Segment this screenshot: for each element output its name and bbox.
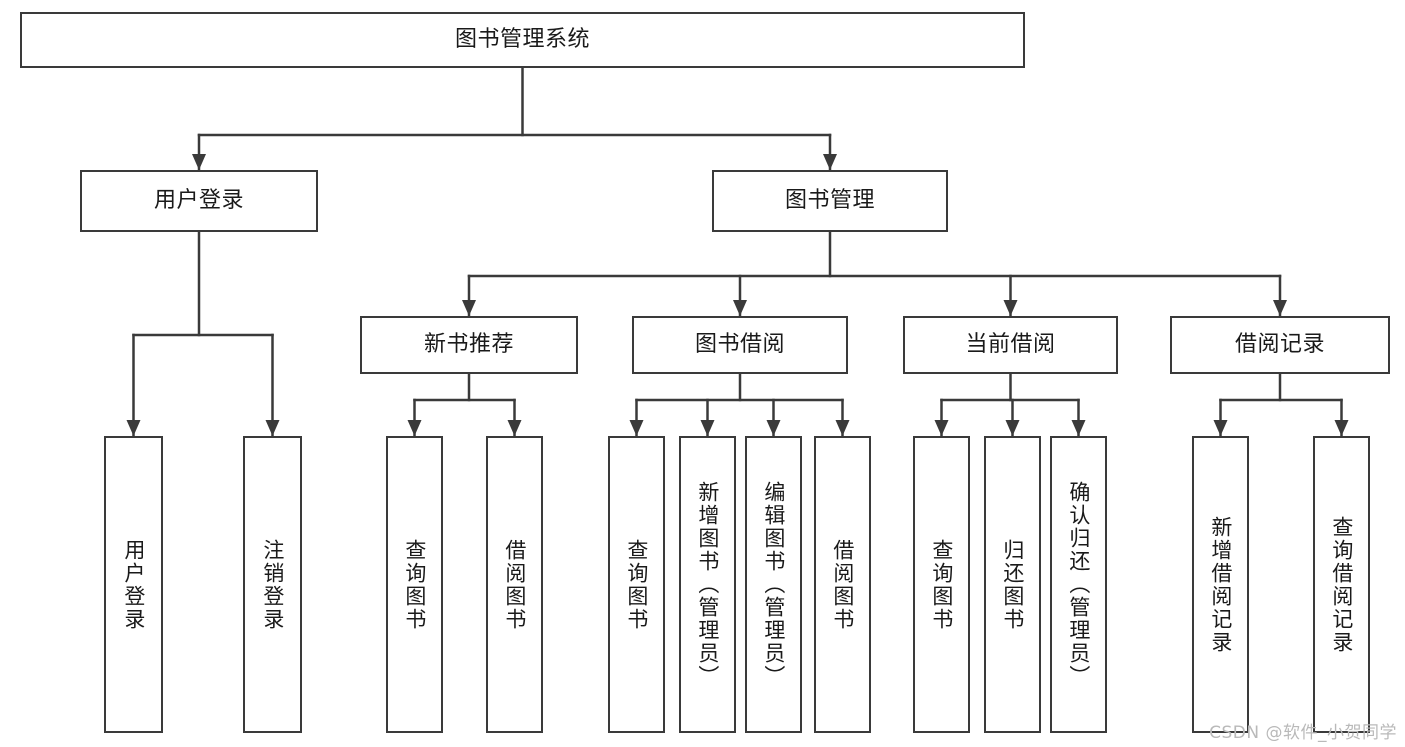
node-label: 用户登录 [121, 538, 146, 631]
node-leaf-cb-confirm[interactable]: 确认归还（管理员） [1050, 436, 1107, 733]
arrowhead [265, 420, 280, 436]
node-leaf-bb-add[interactable]: 新增图书（管理员） [679, 436, 736, 733]
node-label: 新书推荐 [423, 332, 514, 358]
node-label: 新增图书（管理员） [695, 481, 720, 688]
node-root[interactable]: 图书管理系统 [20, 12, 1025, 68]
arrowhead [407, 420, 422, 436]
arrowhead [835, 420, 850, 436]
arrowhead [1273, 300, 1287, 316]
node-l3-current[interactable]: 当前借阅 [903, 316, 1118, 374]
arrowhead [462, 300, 476, 316]
node-leaf-rec-query[interactable]: 查询借阅记录 [1313, 436, 1370, 733]
node-leaf-rec-add[interactable]: 新增借阅记录 [1192, 436, 1249, 733]
node-label: 查询图书 [929, 538, 954, 631]
node-leaf-bb-query[interactable]: 查询图书 [608, 436, 665, 733]
node-leaf-user-login[interactable]: 用户登录 [104, 436, 163, 733]
node-l3-borrow[interactable]: 图书借阅 [632, 316, 848, 374]
node-label: 查询借阅记录 [1329, 515, 1354, 654]
node-label: 图书管理 [784, 188, 875, 214]
node-label: 查询图书 [402, 538, 427, 631]
node-label: 确认归还（管理员） [1066, 481, 1091, 688]
node-label: 注销登录 [260, 538, 285, 631]
arrowhead [934, 420, 949, 436]
node-l2-book-mgmt[interactable]: 图书管理 [712, 170, 948, 232]
node-label: 查询图书 [624, 538, 649, 631]
node-label: 新增借阅记录 [1208, 515, 1233, 654]
arrowhead [1334, 420, 1349, 436]
arrowhead [192, 154, 206, 170]
node-leaf-cb-return[interactable]: 归还图书 [984, 436, 1041, 733]
node-label: 借阅图书 [502, 538, 527, 631]
arrowhead [700, 420, 715, 436]
node-leaf-nb-query[interactable]: 查询图书 [386, 436, 443, 733]
node-label: 用户登录 [153, 188, 244, 214]
node-label: 借阅记录 [1234, 332, 1325, 358]
node-label: 归还图书 [1000, 538, 1025, 631]
node-label: 图书借阅 [694, 332, 785, 358]
arrowhead [1005, 420, 1020, 436]
node-l2-login[interactable]: 用户登录 [80, 170, 318, 232]
node-leaf-cb-query[interactable]: 查询图书 [913, 436, 970, 733]
arrowhead [507, 420, 522, 436]
arrowhead [733, 300, 747, 316]
arrowhead [823, 154, 837, 170]
arrowhead [766, 420, 781, 436]
node-label: 当前借阅 [965, 332, 1056, 358]
node-leaf-nb-borrow[interactable]: 借阅图书 [486, 436, 543, 733]
node-leaf-bb-borrow[interactable]: 借阅图书 [814, 436, 871, 733]
node-l3-records[interactable]: 借阅记录 [1170, 316, 1390, 374]
node-label: 图书管理系统 [454, 27, 590, 53]
node-label: 借阅图书 [830, 538, 855, 631]
arrowhead [1213, 420, 1228, 436]
node-leaf-logout[interactable]: 注销登录 [243, 436, 302, 733]
arrowhead [1071, 420, 1086, 436]
node-label: 编辑图书（管理员） [761, 481, 786, 688]
node-l3-new-book[interactable]: 新书推荐 [360, 316, 578, 374]
node-leaf-bb-edit[interactable]: 编辑图书（管理员） [745, 436, 802, 733]
arrowhead [1003, 300, 1018, 316]
arrowhead [629, 420, 644, 436]
arrowhead [126, 420, 141, 436]
